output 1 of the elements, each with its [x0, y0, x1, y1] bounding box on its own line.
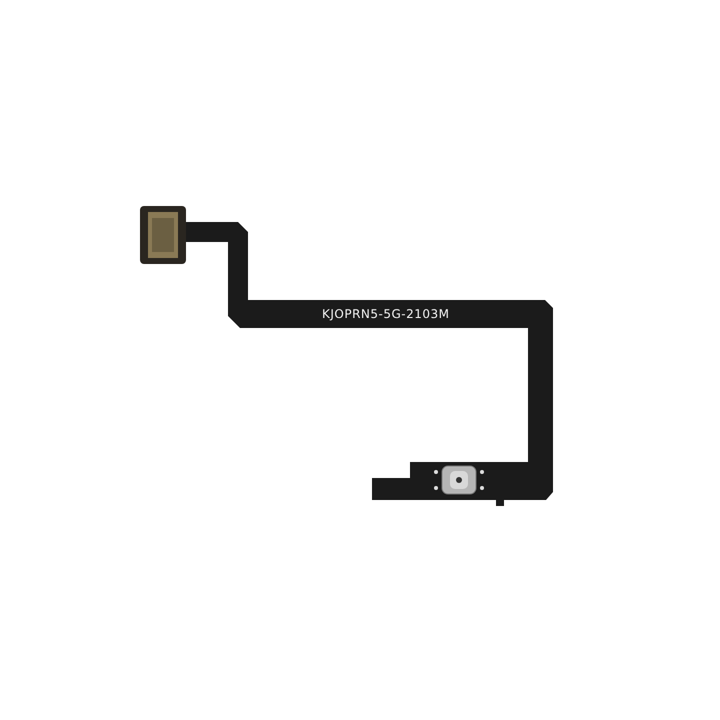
part-number-label: KJOPRN5-5G-2103M: [322, 307, 450, 321]
